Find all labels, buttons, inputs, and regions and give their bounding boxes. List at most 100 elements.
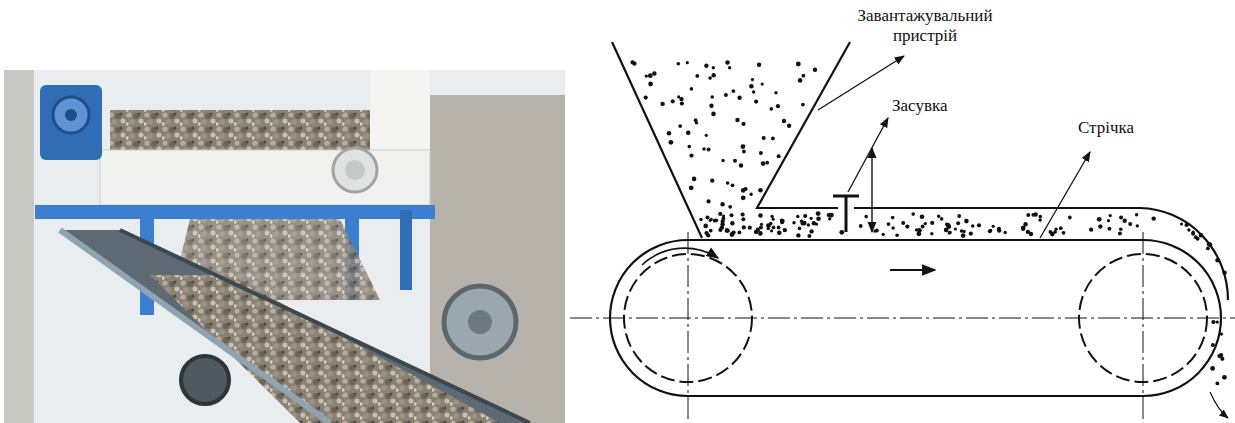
material-dot: [761, 161, 766, 166]
material-dot: [917, 231, 922, 236]
material-dot: [918, 229, 921, 232]
material-dot: [944, 228, 949, 233]
material-dot: [767, 227, 770, 230]
material-dot: [1199, 233, 1204, 238]
material-dot: [1208, 243, 1213, 248]
material-dot: [948, 231, 951, 234]
material-dot: [1062, 231, 1066, 235]
material-dot: [742, 150, 746, 154]
material-dot: [708, 76, 712, 80]
material-dot: [1119, 227, 1123, 231]
material-dot: [1098, 225, 1102, 229]
material-dot: [802, 74, 806, 78]
material-dot: [901, 221, 905, 225]
material-dot: [807, 234, 811, 238]
material-dot: [652, 71, 656, 75]
material-dot: [948, 231, 952, 235]
material-dot: [705, 134, 708, 137]
material-dot: [1021, 227, 1025, 231]
material-dot: [667, 131, 672, 136]
material-dot: [1128, 222, 1132, 226]
material-dot: [692, 177, 697, 182]
material-dot: [749, 84, 754, 89]
material-dot: [726, 229, 730, 233]
conveyor-photo: [4, 70, 565, 423]
material-dot: [1097, 217, 1102, 222]
material-dot: [1215, 258, 1219, 262]
material-dot: [741, 212, 745, 216]
material-dot: [721, 159, 724, 162]
material-dot: [1135, 213, 1138, 216]
material-dot: [770, 229, 773, 232]
material-dot: [1180, 222, 1183, 225]
material-dot: [699, 218, 702, 221]
material-dot: [648, 73, 653, 78]
material-dot: [930, 232, 933, 235]
material-dot: [776, 104, 780, 108]
material-dot: [1211, 320, 1215, 324]
material-dot: [963, 230, 966, 233]
material-dot: [1050, 232, 1055, 237]
material-dot: [1152, 216, 1156, 220]
material-dot: [1123, 219, 1127, 223]
material-dot: [660, 102, 664, 106]
material-dot: [1054, 227, 1057, 230]
material-dot: [780, 220, 785, 225]
material-dot: [762, 136, 766, 140]
material-dot: [1038, 218, 1042, 222]
material-dot: [882, 233, 885, 236]
material-dot: [937, 215, 940, 218]
material-dot: [816, 216, 821, 221]
material-dot: [737, 96, 741, 100]
material-dot: [707, 148, 711, 152]
material-dot: [709, 219, 712, 222]
material-dot: [771, 137, 775, 141]
material-dot: [997, 228, 1001, 232]
material-dot: [1033, 212, 1038, 217]
material-dot: [710, 178, 714, 182]
material-dot: [798, 78, 803, 83]
material-dot: [891, 216, 895, 220]
material-dot: [839, 230, 844, 235]
material-dot: [695, 74, 699, 78]
material-dot: [758, 213, 763, 218]
material-dot: [1107, 219, 1110, 222]
material-dot: [725, 228, 730, 233]
material-dot: [796, 215, 799, 218]
material-dot: [770, 215, 773, 218]
material-dot: [769, 222, 773, 226]
material-dot: [1210, 366, 1215, 371]
part-label: Засувка: [892, 96, 947, 116]
material-dot: [864, 215, 868, 219]
material-dot: [992, 225, 995, 228]
material-dot: [730, 213, 734, 217]
material-dot: [801, 103, 805, 107]
material-dot: [911, 212, 915, 216]
material-dot: [1026, 213, 1030, 217]
material-dot: [632, 62, 636, 66]
material-dot: [749, 193, 752, 196]
material-dot: [971, 224, 975, 228]
material-dot: [792, 221, 795, 224]
material-dot: [759, 151, 763, 155]
material-dot: [648, 82, 653, 87]
material-dot: [754, 100, 758, 104]
material-dot: [713, 219, 717, 223]
material-dot: [706, 199, 710, 203]
material-dot: [957, 214, 961, 218]
material-dot: [678, 124, 682, 128]
material-dot: [1222, 271, 1226, 275]
material-dot: [735, 118, 739, 122]
material-dot: [743, 187, 747, 191]
material-dot: [783, 228, 787, 232]
material-dot: [891, 226, 894, 229]
material-dot: [813, 68, 817, 72]
material-dot: [1206, 247, 1210, 251]
material-dot: [742, 225, 746, 229]
material-dot: [724, 93, 728, 97]
material-dot: [905, 225, 909, 229]
material-dot: [989, 229, 993, 233]
material-dot: [827, 213, 831, 217]
